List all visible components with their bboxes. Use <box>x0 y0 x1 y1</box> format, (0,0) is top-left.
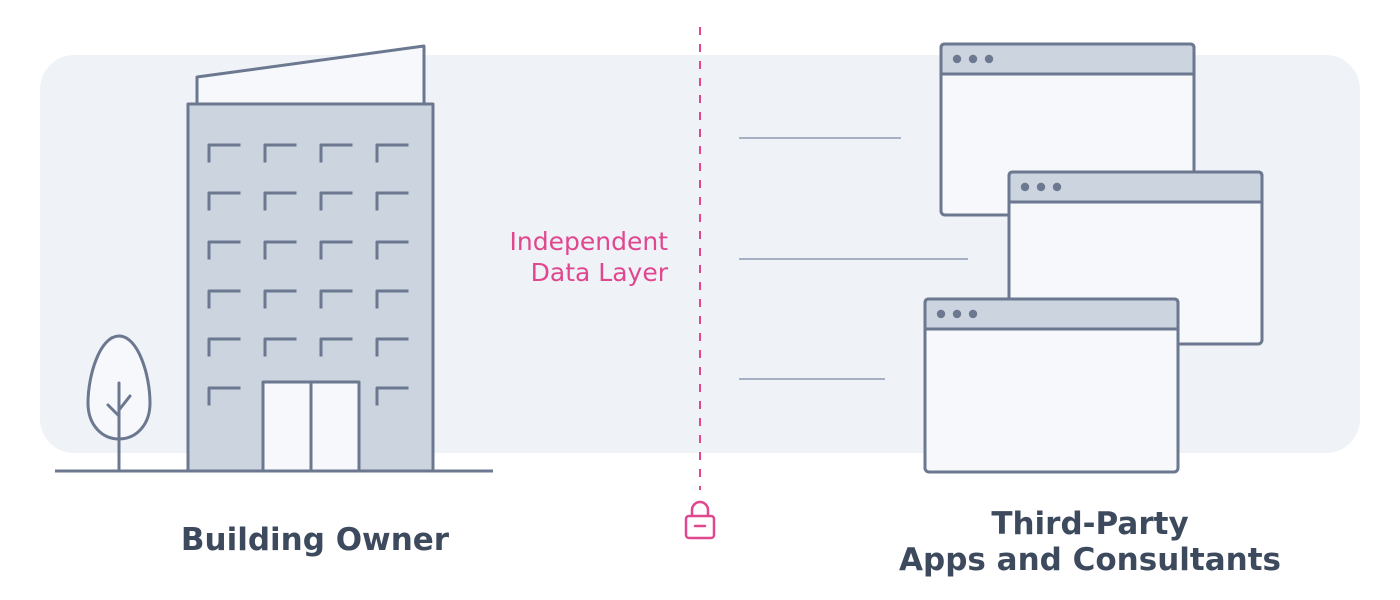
building-window <box>319 143 353 163</box>
building-window <box>375 240 409 260</box>
building-window <box>375 191 409 211</box>
building-window <box>375 143 409 163</box>
app-window-titlebar <box>1007 170 1264 204</box>
building-window <box>263 240 297 260</box>
connector-lines <box>739 137 968 380</box>
building-window <box>207 337 241 357</box>
window-control-dot <box>984 54 994 64</box>
window-control-dot <box>936 309 946 319</box>
data-layer-line-1: Independent <box>509 227 668 256</box>
app-window-titlebar <box>923 297 1180 331</box>
building-windows <box>207 143 409 406</box>
app-windows <box>923 42 1264 474</box>
building-roof <box>195 44 426 106</box>
third-party-line-1: Third-Party <box>991 506 1189 542</box>
building-window <box>207 289 241 309</box>
data-layer-line-2: Data Layer <box>530 258 668 287</box>
tree-icon <box>86 334 152 473</box>
window-control-dot <box>952 309 962 319</box>
building-window <box>319 191 353 211</box>
building-window <box>319 289 353 309</box>
window-control-dot <box>968 309 978 319</box>
building-window <box>319 337 353 357</box>
third-party-line-2: Apps and Consultants <box>899 542 1281 578</box>
window-control-dot <box>968 54 978 64</box>
building-window <box>263 143 297 163</box>
building-window <box>319 240 353 260</box>
building-window <box>375 337 409 357</box>
third-party-caption: Third-Party Apps and Consultants <box>880 506 1300 578</box>
building-window <box>263 289 297 309</box>
app-window-icon <box>923 297 1180 474</box>
window-control-dot <box>1036 182 1046 192</box>
building-icon <box>186 44 435 473</box>
lock-icon <box>684 500 716 540</box>
building-window <box>207 386 241 406</box>
building-window <box>207 143 241 163</box>
window-control-dot <box>952 54 962 64</box>
building-window <box>375 386 409 406</box>
building-owner-caption: Building Owner <box>180 522 450 558</box>
building-window <box>207 191 241 211</box>
building-window <box>207 240 241 260</box>
building-window <box>375 289 409 309</box>
app-window-titlebar <box>939 42 1196 76</box>
window-control-dot <box>1052 182 1062 192</box>
building-window <box>263 337 297 357</box>
window-control-dot <box>1020 182 1030 192</box>
building-window <box>263 191 297 211</box>
independent-data-layer-label: Independent Data Layer <box>430 226 668 288</box>
